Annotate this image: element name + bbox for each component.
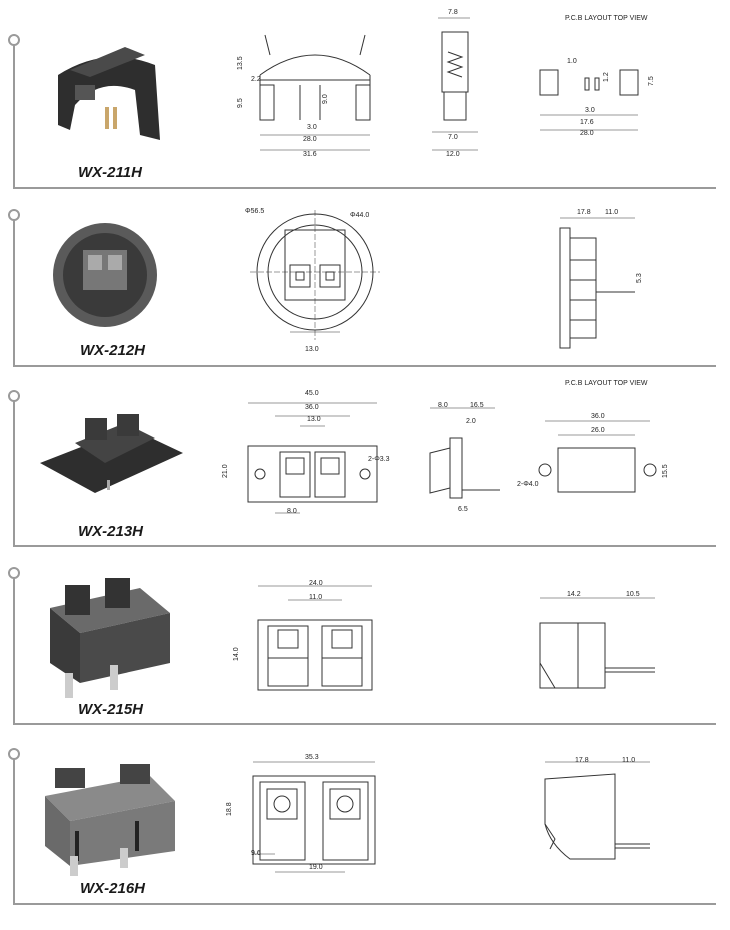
- dim-label: 8.0: [438, 402, 448, 409]
- dim-label: 31.6: [303, 151, 317, 158]
- product-section-wx-216h: WX-216H 35.3 18.8 9.6 19.0 17.8 11.0: [0, 726, 730, 910]
- dim-label: 7.8: [448, 9, 458, 16]
- dim-label: 3.0: [585, 107, 595, 114]
- dim-label: 15.5: [662, 464, 669, 478]
- dim-label: 14.0: [233, 647, 240, 661]
- product-section-wx-212h: WX-212H Φ56.5 Φ44.0 13.0 17.8 11.0 5.3: [0, 190, 730, 368]
- dim-label: 36.0: [591, 413, 605, 420]
- front-view-drawing: [259, 34, 371, 151]
- section-frame: [8, 209, 716, 367]
- dim-label: 13.0: [307, 416, 321, 423]
- section-frame: [8, 34, 716, 189]
- dim-label: 45.0: [305, 390, 319, 397]
- dim-label: 1.0: [567, 58, 577, 65]
- model-label: WX-212H: [80, 342, 146, 359]
- front-view-drawing: [247, 402, 378, 514]
- side-view-drawing: [559, 217, 635, 349]
- pcb-layout-caption: P.C.B LAYOUT TOP VIEW: [565, 15, 648, 22]
- dim-label: Φ56.5: [245, 208, 265, 215]
- side-view-drawing: [544, 761, 650, 860]
- dim-label: 11.0: [309, 594, 323, 601]
- side-view-drawing: [539, 597, 655, 689]
- dim-label: 3.0: [307, 124, 317, 131]
- product-section-wx-211h: WX-211H 13.5 2.2 9.5 9.0 3.0 28.0 31.6 7…: [0, 0, 730, 190]
- dim-label: 9.6: [251, 850, 261, 857]
- dim-label: 2.2: [251, 76, 261, 83]
- pcb-layout-caption: P.C.B LAYOUT TOP VIEW: [565, 380, 648, 387]
- dim-label: 13.5: [237, 56, 244, 70]
- side-view-drawing: [432, 17, 478, 151]
- dim-label: 10.5: [626, 591, 640, 598]
- dim-label: 2-Φ4.0: [517, 481, 539, 488]
- product-section-wx-215h: WX-215H 24.0 11.0 14.0 14.2 10.5: [0, 548, 730, 726]
- dim-label: 21.0: [222, 464, 229, 478]
- front-view-drawing: [257, 585, 373, 691]
- dim-label: 13.0: [305, 346, 319, 353]
- product-photo: [50, 578, 170, 698]
- dim-label: 16.5: [470, 402, 484, 409]
- dim-label: 35.3: [305, 754, 319, 761]
- section-frame: [8, 390, 716, 547]
- dim-label: 28.0: [580, 130, 594, 137]
- pcb-layout-drawing: [538, 420, 657, 493]
- dim-label: 11.0: [622, 757, 636, 764]
- product-photo: [40, 414, 183, 493]
- pcb-layout-drawing: [539, 69, 639, 131]
- dim-label: 2.0: [466, 418, 476, 425]
- dim-label: 14.2: [567, 591, 581, 598]
- dim-label: 8.0: [287, 508, 297, 515]
- dim-label: 18.8: [226, 802, 233, 816]
- dim-label: 11.0: [605, 209, 619, 216]
- dim-label: 28.0: [303, 136, 317, 143]
- dim-label: 19.0: [309, 864, 323, 871]
- dim-label: 17.8: [577, 209, 591, 216]
- product-photo: [45, 764, 175, 876]
- model-label: WX-211H: [78, 164, 142, 181]
- model-label: WX-213H: [78, 523, 144, 540]
- model-label: WX-216H: [80, 880, 146, 897]
- dim-label: 6.5: [458, 506, 468, 513]
- dim-label: 9.0: [322, 94, 329, 104]
- dim-label: 24.0: [309, 580, 323, 587]
- product-photo: [53, 223, 157, 327]
- dim-label: 1.2: [603, 72, 610, 82]
- dim-label: 17.6: [580, 119, 594, 126]
- section-frame: [8, 748, 716, 905]
- front-view-drawing: [252, 761, 376, 873]
- dim-label: 36.0: [305, 404, 319, 411]
- dim-label: 12.0: [446, 151, 460, 158]
- dim-label: 7.0: [448, 134, 458, 141]
- dim-label: 9.5: [237, 98, 244, 108]
- model-label: WX-215H: [78, 701, 144, 718]
- product-section-wx-213h: WX-213H 45.0 36.0 13.0 21.0 2-Φ3.3 8.0 8…: [0, 368, 730, 548]
- product-photo: [58, 47, 160, 140]
- dim-label: 5.3: [636, 273, 643, 283]
- dim-label: 2-Φ3.3: [368, 456, 390, 463]
- dim-label: 17.8: [575, 757, 589, 764]
- dim-label: 7.5: [648, 76, 655, 86]
- dim-label: 26.0: [591, 427, 605, 434]
- section-frame: [8, 567, 716, 725]
- side-view-drawing: [429, 407, 500, 499]
- front-view-drawing: [250, 210, 380, 340]
- dim-label: Φ44.0: [350, 212, 370, 219]
